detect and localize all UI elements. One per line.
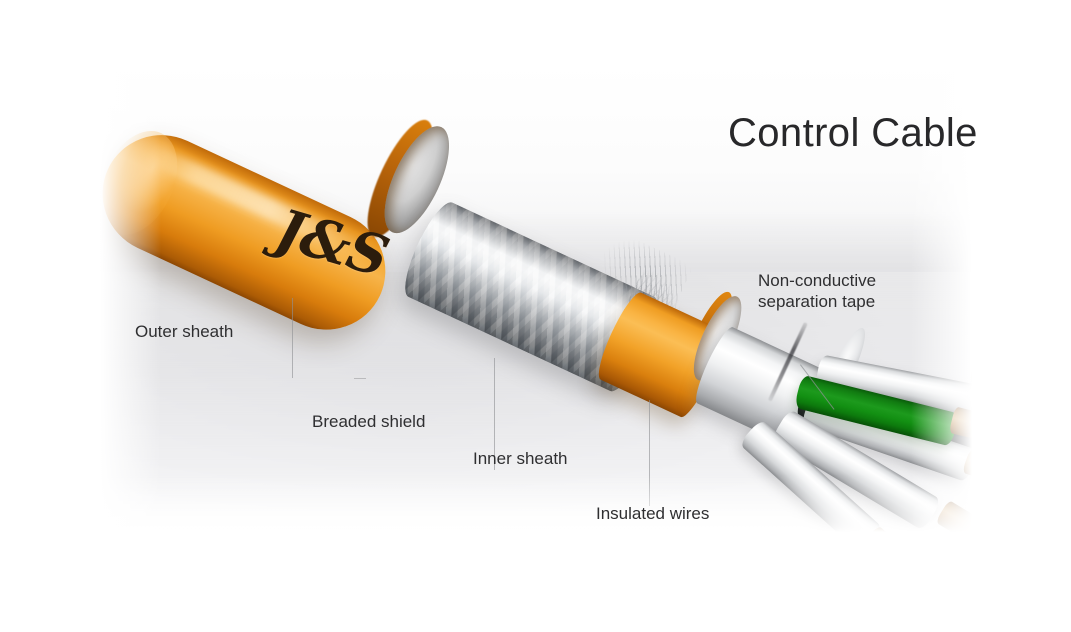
label-braided-shield: Breaded shield (312, 412, 426, 431)
label-separation-tape: Non-conductive separation tape (758, 271, 877, 311)
leader-line-outer-sheath (292, 298, 294, 378)
page-title: Control Cable (728, 111, 978, 155)
copper-conductor-lower (935, 499, 972, 532)
leader-line-inner-sheath (649, 400, 651, 506)
label-outer-sheath: Outer sheath (135, 322, 234, 341)
label-insulated-wires: Insulated wires (596, 504, 710, 523)
label-inner-sheath: Inner sheath (473, 449, 568, 468)
leader-line-outer-sheath-tick (354, 378, 366, 380)
